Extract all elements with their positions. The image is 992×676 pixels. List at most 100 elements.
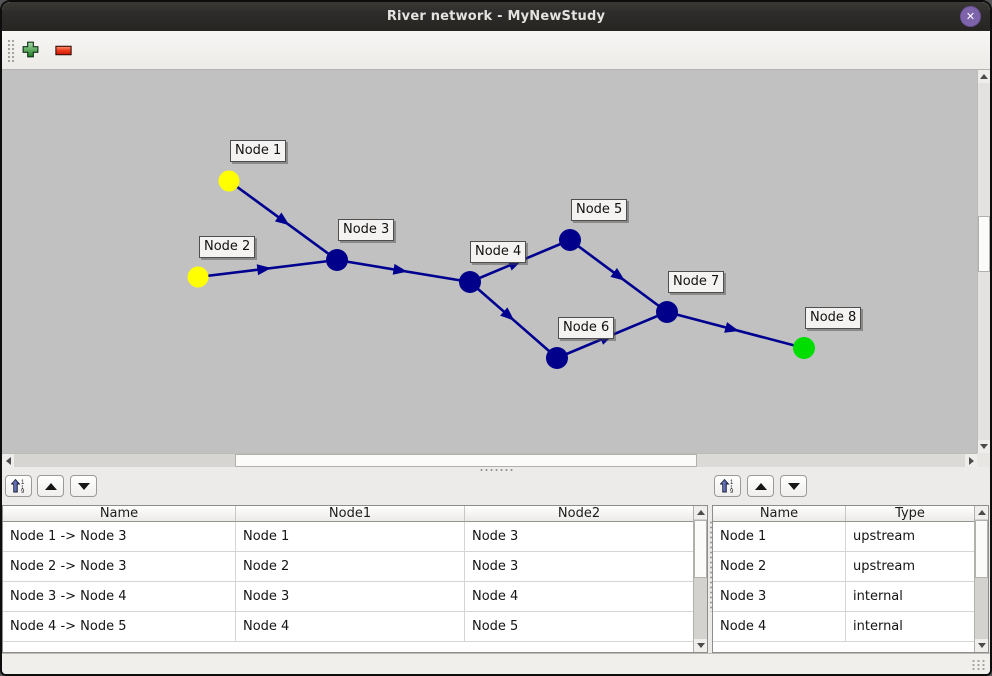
scroll-track[interactable] bbox=[975, 519, 988, 639]
scroll-down-button[interactable] bbox=[978, 440, 990, 453]
node-label[interactable]: Node 6 bbox=[558, 317, 615, 339]
edge-arrow-icon bbox=[274, 212, 290, 226]
table-cell: Node 2 bbox=[236, 552, 465, 581]
triangle-up-icon bbox=[977, 510, 986, 515]
sort-ascending-icon: 1 9 bbox=[10, 478, 25, 494]
titlebar[interactable]: River network - MyNewStudy ✕ bbox=[2, 2, 990, 31]
scroll-up-button[interactable] bbox=[978, 70, 990, 83]
scroll-up-button[interactable] bbox=[975, 506, 988, 519]
table-row[interactable]: Node 1 upstream bbox=[713, 522, 974, 552]
node-label[interactable]: Node 8 bbox=[805, 307, 862, 329]
network-node[interactable] bbox=[546, 347, 568, 369]
triangle-up-icon bbox=[754, 482, 767, 490]
vertical-splitter[interactable] bbox=[709, 520, 713, 612]
node-table-move-up-button[interactable] bbox=[747, 475, 774, 497]
window-title: River network - MyNewStudy bbox=[386, 9, 606, 24]
edge-arrow-icon bbox=[724, 322, 740, 333]
horizontal-splitter[interactable] bbox=[2, 467, 990, 473]
node-table-move-down-button[interactable] bbox=[780, 475, 807, 497]
canvas-vertical-scrollbar[interactable] bbox=[977, 70, 990, 453]
edge-arrow-icon bbox=[392, 263, 408, 275]
node-label[interactable]: Node 3 bbox=[338, 219, 395, 241]
edge-table-sort-button[interactable]: 1 9 bbox=[5, 475, 32, 497]
toolbar-drag-handle[interactable] bbox=[7, 39, 15, 63]
edge-table-move-down-button[interactable] bbox=[70, 475, 97, 497]
column-header-type[interactable]: Type bbox=[895, 506, 925, 521]
edge-arrow-icon bbox=[500, 307, 515, 321]
network-node[interactable] bbox=[793, 337, 815, 359]
node-label[interactable]: Node 5 bbox=[571, 199, 628, 221]
edge-table-move-up-button[interactable] bbox=[37, 475, 64, 497]
main-toolbar bbox=[2, 31, 990, 70]
scroll-right-button[interactable] bbox=[965, 454, 977, 467]
edge-table-vertical-scrollbar[interactable] bbox=[693, 506, 707, 652]
remove-button[interactable] bbox=[55, 44, 72, 56]
table-cell: Node 1 -> Node 3 bbox=[3, 522, 236, 551]
table-cell: Node 4 bbox=[472, 589, 519, 604]
status-bar bbox=[2, 653, 990, 674]
network-node[interactable] bbox=[559, 229, 581, 251]
plus-icon bbox=[22, 41, 39, 58]
network-node[interactable] bbox=[459, 271, 481, 293]
add-button[interactable] bbox=[22, 41, 39, 58]
scroll-down-button[interactable] bbox=[694, 639, 707, 652]
triangle-down-icon bbox=[787, 482, 800, 490]
network-node[interactable] bbox=[218, 170, 240, 192]
table-cell: internal bbox=[853, 619, 903, 634]
svg-text:9: 9 bbox=[730, 489, 734, 494]
table-cell: Node 2 bbox=[713, 552, 846, 581]
scroll-track-segment[interactable] bbox=[14, 454, 235, 467]
network-node[interactable] bbox=[187, 266, 209, 288]
window-resize-grip[interactable] bbox=[971, 659, 985, 670]
table-cell: Node 5 bbox=[472, 619, 519, 634]
triangle-up-icon bbox=[44, 482, 57, 490]
scroll-thumb[interactable] bbox=[235, 454, 697, 467]
scroll-track[interactable] bbox=[14, 454, 965, 467]
edge-arrow-icon bbox=[610, 268, 625, 281]
node-label[interactable]: Node 7 bbox=[668, 271, 725, 293]
table-cell: upstream bbox=[853, 559, 916, 574]
table-row[interactable]: Node 2 upstream bbox=[713, 552, 974, 582]
close-button[interactable]: ✕ bbox=[960, 6, 981, 27]
network-node[interactable] bbox=[326, 249, 348, 271]
node-label[interactable]: Node 4 bbox=[470, 241, 527, 263]
node-label[interactable]: Node 2 bbox=[199, 236, 256, 258]
scroll-track[interactable] bbox=[694, 519, 707, 639]
column-header-node2[interactable]: Node2 bbox=[557, 506, 601, 521]
scroll-track[interactable] bbox=[978, 83, 990, 440]
table-cell: Node 3 bbox=[236, 582, 465, 611]
column-header-name[interactable]: Name bbox=[713, 506, 846, 521]
node-label[interactable]: Node 1 bbox=[230, 140, 287, 162]
node-table-vertical-scrollbar[interactable] bbox=[974, 506, 988, 652]
column-header-node1[interactable]: Node1 bbox=[236, 506, 465, 521]
svg-text:1: 1 bbox=[730, 480, 734, 486]
scroll-thumb[interactable] bbox=[975, 520, 988, 578]
close-icon: ✕ bbox=[965, 10, 976, 23]
canvas-horizontal-scrollbar[interactable] bbox=[2, 453, 977, 467]
scroll-thumb[interactable] bbox=[978, 216, 990, 272]
table-cell: Node 4 -> Node 5 bbox=[3, 612, 236, 641]
scroll-up-button[interactable] bbox=[694, 506, 707, 519]
node-table-sort-button[interactable]: 1 9 bbox=[714, 475, 741, 497]
table-cell: Node 1 bbox=[713, 522, 846, 551]
table-cell: Node 1 bbox=[236, 522, 465, 551]
triangle-up-icon bbox=[696, 510, 705, 515]
column-header-name[interactable]: Name bbox=[3, 506, 236, 521]
scroll-down-button[interactable] bbox=[975, 639, 988, 652]
network-canvas[interactable]: Node 1 Node 2 Node 3 Node 4 Node 5 Node 6 Node… bbox=[2, 70, 977, 453]
table-cell: upstream bbox=[853, 529, 916, 544]
scroll-left-button[interactable] bbox=[2, 454, 14, 467]
scroll-thumb[interactable] bbox=[694, 520, 707, 578]
network-node[interactable] bbox=[656, 301, 678, 323]
